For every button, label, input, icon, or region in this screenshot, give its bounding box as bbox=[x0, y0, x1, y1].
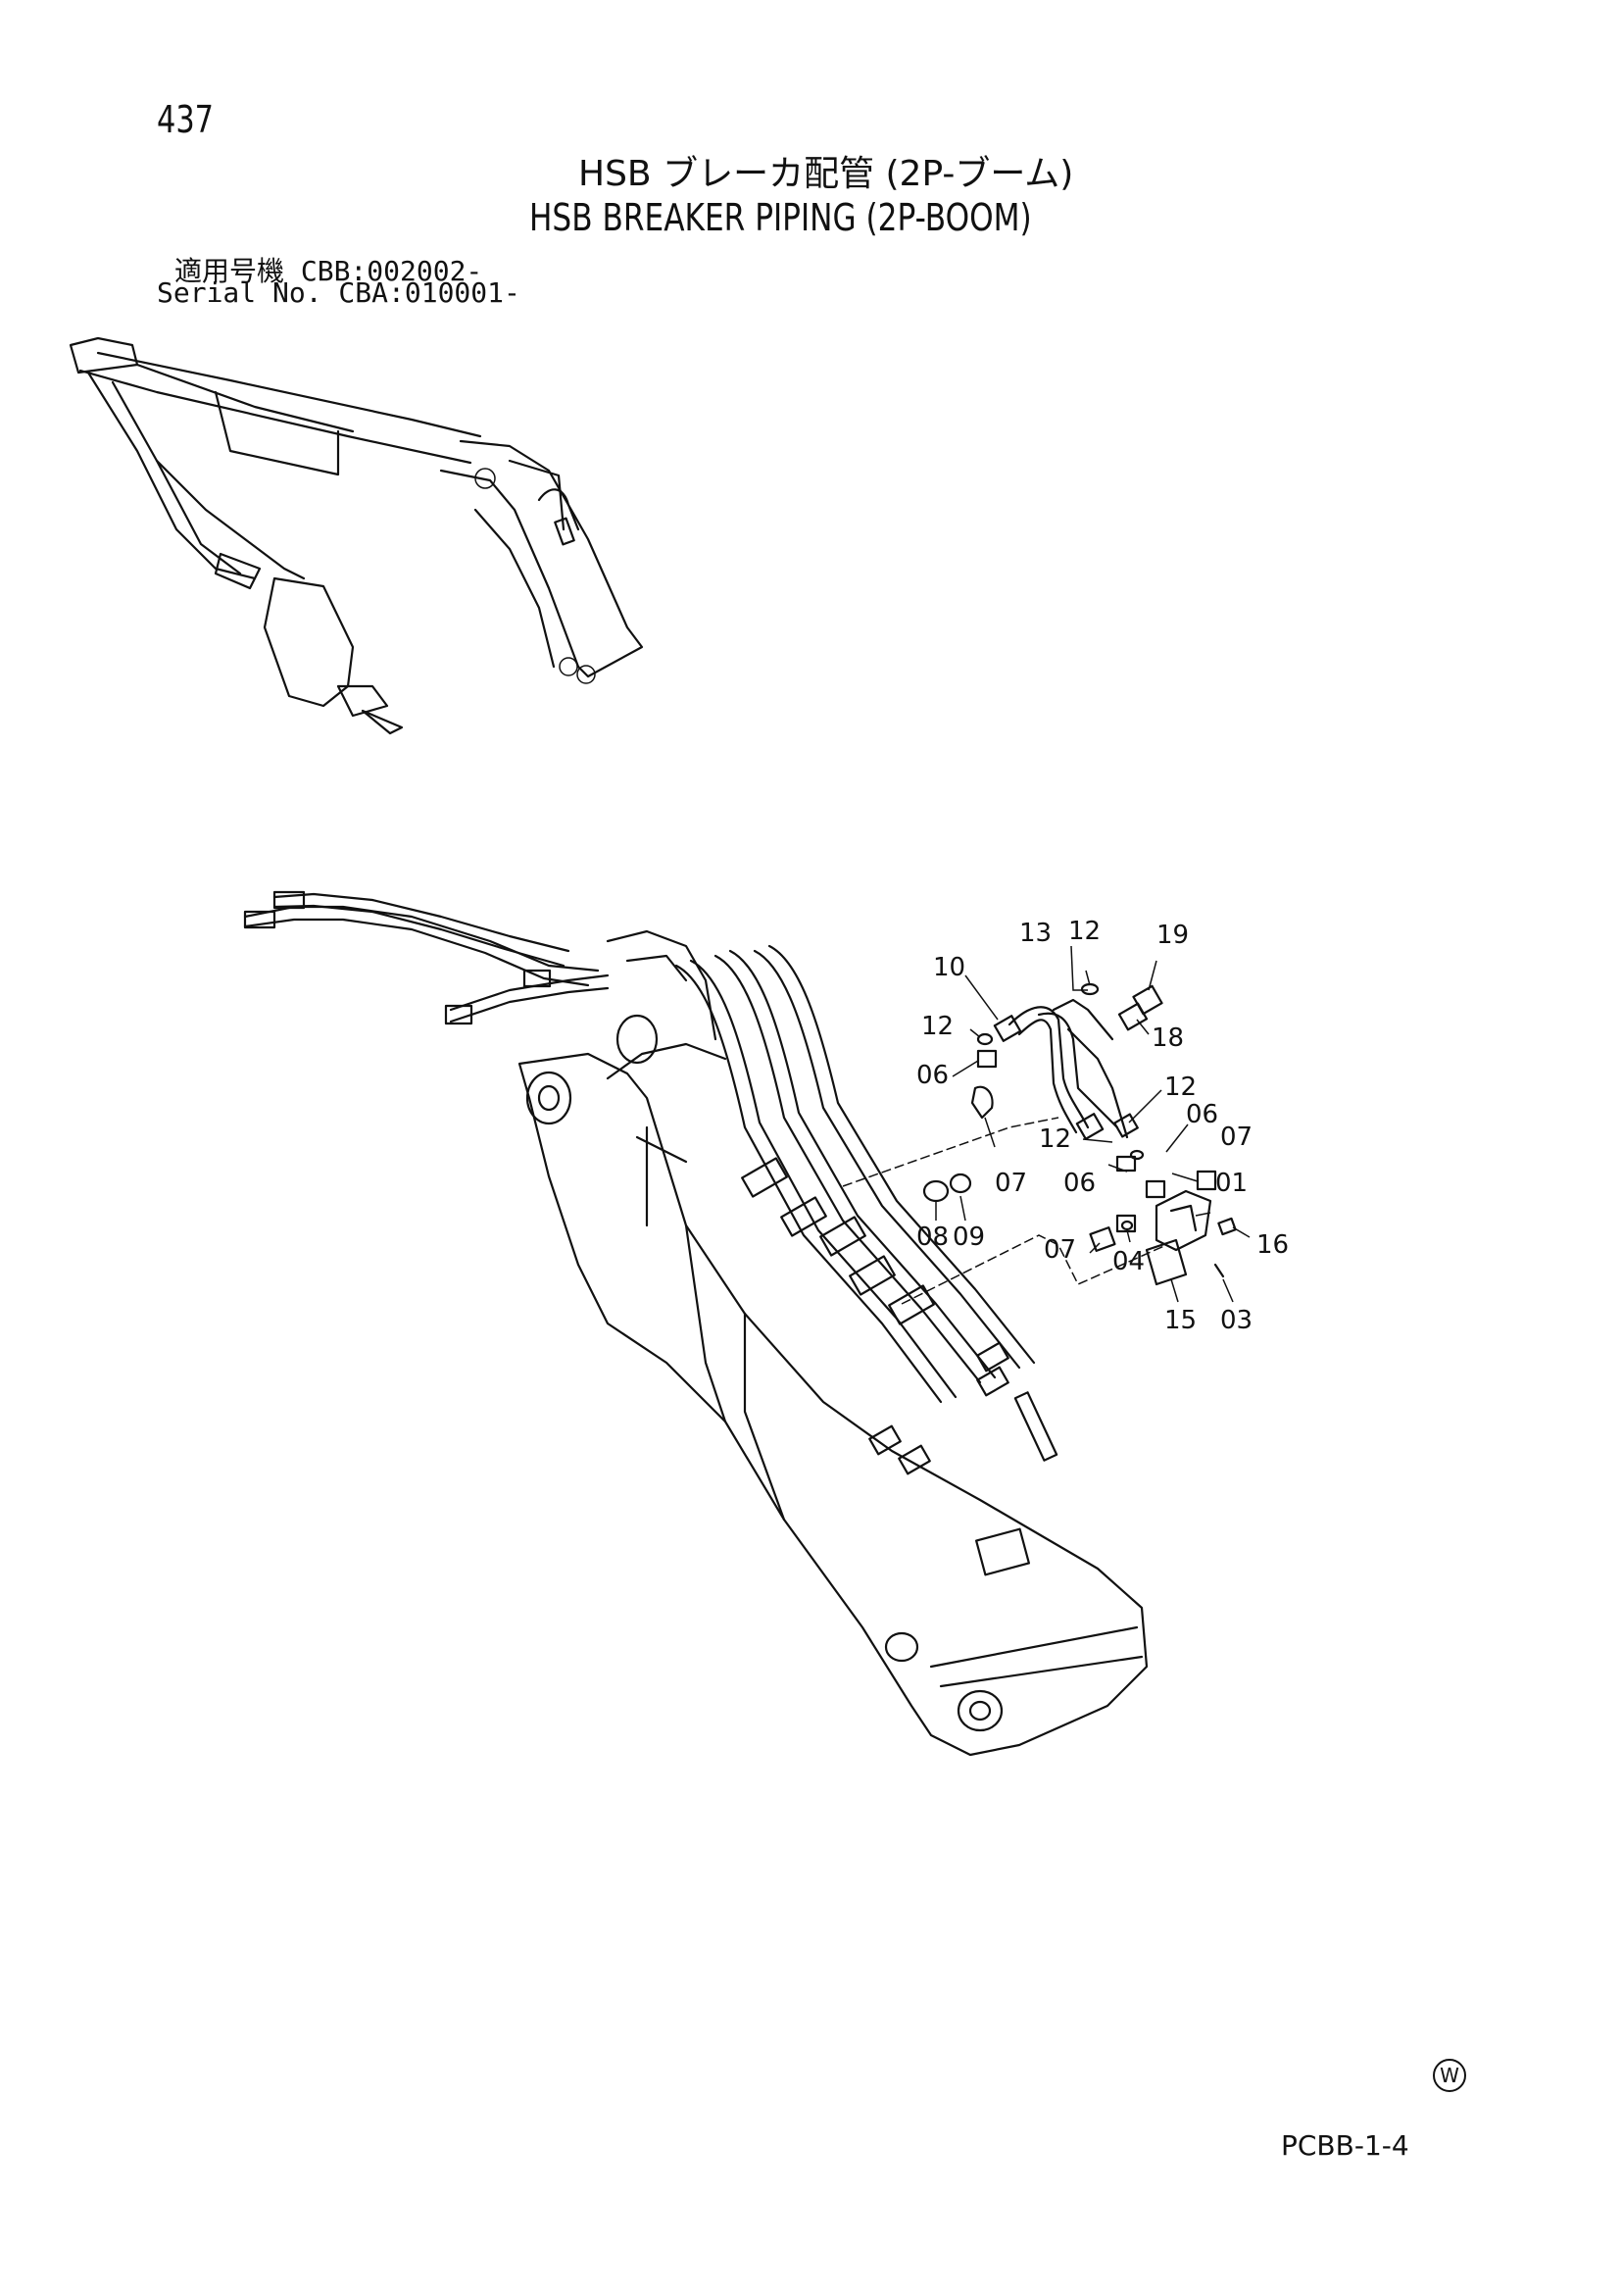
title-english: HSB BREAKER PIPING (2P-BOOM) bbox=[529, 196, 1032, 239]
part-label: 10 bbox=[933, 953, 965, 982]
part-label: 16 bbox=[1256, 1230, 1289, 1260]
part-label: 12 bbox=[1164, 1073, 1197, 1102]
page-number: 437 bbox=[157, 98, 215, 141]
leader-lines bbox=[935, 945, 1251, 1303]
part-label: 07 bbox=[995, 1169, 1027, 1198]
serial-number-line: Serial No. CBA:010001- bbox=[157, 276, 520, 309]
excavator-overview-drawing bbox=[69, 336, 644, 735]
part-label: 04 bbox=[1112, 1247, 1145, 1276]
part-label: 18 bbox=[1152, 1023, 1184, 1053]
part-label: 06 bbox=[1063, 1169, 1096, 1198]
part-label: 12 bbox=[1068, 917, 1101, 946]
part-label: 09 bbox=[953, 1223, 985, 1252]
part-label: 08 bbox=[916, 1223, 949, 1252]
footer-page-code: PCBB-1-4 bbox=[1281, 2129, 1409, 2162]
part-label: 13 bbox=[1019, 919, 1052, 948]
part-label: 07 bbox=[1220, 1123, 1253, 1152]
part-label: 15 bbox=[1164, 1306, 1197, 1335]
part-label: 19 bbox=[1156, 921, 1189, 950]
part-label: 12 bbox=[921, 1012, 954, 1041]
part-label: 01 bbox=[1215, 1169, 1248, 1198]
part-label: 03 bbox=[1220, 1306, 1253, 1335]
title-japanese: HSB ブレーカ配管 (2P-ブーム) bbox=[578, 154, 1074, 194]
circled-w-icon: W bbox=[1433, 2059, 1466, 2092]
part-label: 06 bbox=[916, 1061, 949, 1090]
parts-detail-drawing bbox=[922, 982, 1237, 1286]
part-label: 06 bbox=[1186, 1100, 1218, 1129]
part-labels: 13 12 19 10 18 12 06 12 06 07 12 06 07 0… bbox=[916, 917, 1289, 1335]
part-label: 07 bbox=[1044, 1235, 1076, 1265]
part-label: 12 bbox=[1039, 1124, 1071, 1154]
boom-assembly-drawing bbox=[243, 890, 1167, 1757]
serial-applicable-line: 適用号機 CBB:002002- bbox=[174, 255, 483, 287]
